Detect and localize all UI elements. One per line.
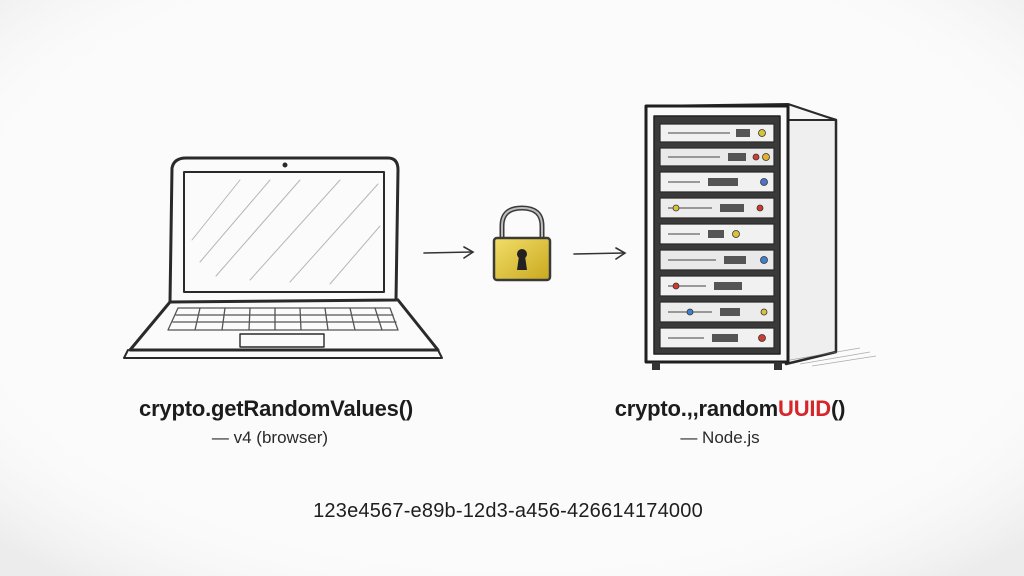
server-rack-icon — [644, 103, 877, 370]
right-function-label: crypto.,,randomUUID() — [615, 396, 846, 422]
right-note-label: — Node.js — [680, 428, 760, 447]
uuid-example: 123e4567-e89b-12d3-a456-426614174000 — [313, 500, 703, 522]
arrow-right-icon — [423, 246, 475, 259]
right-function-prefix: crypto.,,random — [614, 396, 778, 421]
right-function-highlight: UUID — [778, 396, 831, 421]
right-function-suffix: () — [830, 396, 846, 421]
laptop-icon — [123, 156, 443, 359]
left-function-label: crypto.getRandomValues() — [139, 396, 413, 421]
arrow-right-icon — [573, 247, 627, 260]
left-note-label: — v4 (browser) — [211, 428, 329, 447]
padlock-icon — [492, 205, 552, 282]
